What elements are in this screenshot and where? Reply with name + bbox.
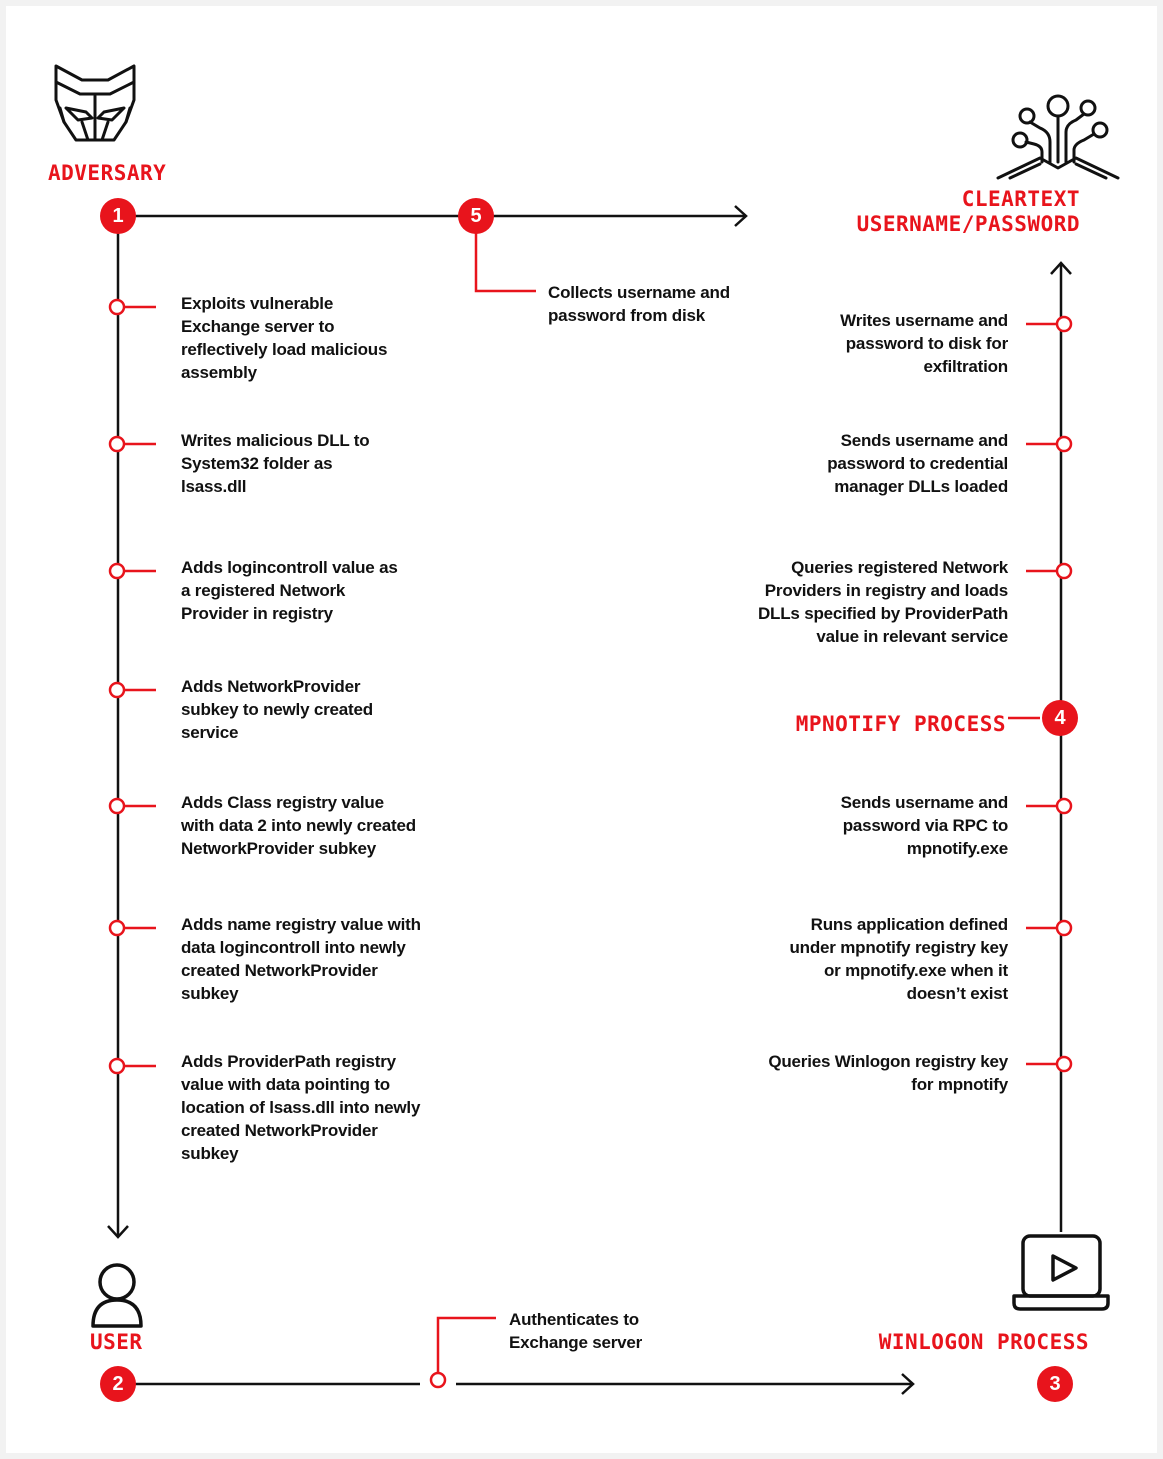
collect-connector <box>474 216 536 293</box>
step-badge-3: 3 <box>1037 1366 1073 1402</box>
monitor-play-icon <box>1012 1234 1110 1311</box>
step-badge-2: 2 <box>100 1366 136 1402</box>
step-badge-4: 4 <box>1042 700 1078 736</box>
left-node-5 <box>108 797 156 815</box>
step-badge-5: 5 <box>458 198 494 234</box>
left-node-7 <box>108 1057 156 1075</box>
top-flow-arrowhead <box>734 205 748 227</box>
auth-connector <box>436 1316 496 1372</box>
user-icon <box>91 1263 143 1328</box>
user-label: USER <box>90 1330 143 1354</box>
auth-node <box>429 1371 447 1389</box>
data-tree-icon <box>996 94 1120 180</box>
left-node-3 <box>108 562 156 580</box>
diagram-card <box>6 6 1157 1453</box>
winlogon-label: WINLOGON PROCESS <box>878 1330 1089 1354</box>
right-node-3 <box>1026 562 1073 580</box>
right-node-4 <box>1026 797 1073 815</box>
left-step-nodes <box>108 298 156 1075</box>
right-flow-arrowhead <box>1050 261 1072 275</box>
right-node-2 <box>1026 435 1073 453</box>
left-node-4 <box>108 681 156 699</box>
right-node-5 <box>1026 919 1073 937</box>
right-node-1 <box>1026 315 1073 333</box>
adversary-mask-icon <box>54 64 136 142</box>
left-flow-arrowhead <box>107 1225 129 1239</box>
mpnotify-label: MPNOTIFY PROCESS <box>795 712 1006 736</box>
cleartext-label-line2: USERNAME/PASSWORD <box>856 212 1080 236</box>
cleartext-label-line1: CLEARTEXT <box>961 187 1080 211</box>
left-node-1 <box>108 298 156 316</box>
left-node-2 <box>108 435 156 453</box>
adversary-label: ADVERSARY <box>48 161 167 185</box>
bottom-flow-arrowhead <box>901 1373 915 1395</box>
left-node-6 <box>108 919 156 937</box>
right-step-nodes <box>1026 315 1073 1073</box>
right-node-6 <box>1026 1055 1073 1073</box>
step-badge-1: 1 <box>100 198 136 234</box>
